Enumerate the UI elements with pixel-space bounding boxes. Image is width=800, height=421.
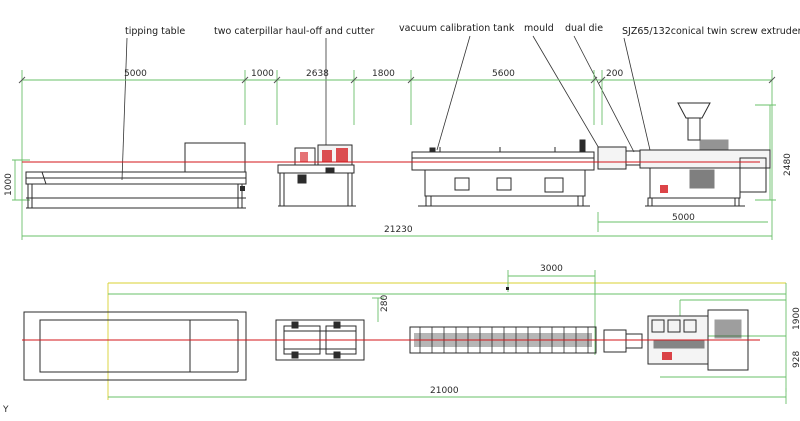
dim-extruder-len: 5000 bbox=[672, 213, 695, 223]
extruder-side bbox=[639, 102, 771, 207]
dim-table-height: 1000 bbox=[4, 173, 14, 196]
dim-width-1900: 1900 bbox=[792, 307, 800, 330]
top-view-frames bbox=[107, 280, 787, 400]
dim-gap-2: 1800 bbox=[372, 69, 395, 79]
corner-mark: Y bbox=[2, 405, 9, 415]
dim-offset-280: 280 bbox=[380, 295, 390, 312]
dim-tank-len: 5600 bbox=[492, 69, 515, 79]
vacuum-tank-side bbox=[411, 139, 595, 207]
mould-die-side bbox=[597, 146, 641, 170]
dim-offset-3000: 3000 bbox=[540, 264, 563, 274]
label-tipping-table: tipping table bbox=[125, 26, 185, 37]
dim-3000-line bbox=[506, 270, 596, 292]
side-height-dim bbox=[12, 159, 30, 201]
label-vacuum-tank: vacuum calibration tank bbox=[399, 23, 515, 34]
mould-die-top bbox=[603, 329, 643, 353]
extruder-length-dim bbox=[597, 212, 768, 232]
dim-side-overall: 21230 bbox=[384, 225, 413, 235]
dim-tipping-table-len: 5000 bbox=[124, 69, 147, 79]
dim-width-928: 928 bbox=[792, 351, 800, 368]
top-overall-dim bbox=[108, 388, 787, 404]
dim-gap-1: 1000 bbox=[251, 69, 274, 79]
haul-off-side bbox=[277, 144, 356, 207]
dim-haul-off-len: 2638 bbox=[306, 69, 329, 79]
dim-top-overall: 21000 bbox=[430, 386, 459, 396]
tipping-table-top bbox=[23, 311, 247, 381]
label-haul-off-cutter: two caterpillar haul-off and cutter bbox=[214, 26, 374, 37]
label-mould: mould bbox=[524, 23, 554, 34]
label-extruder: SJZ65/132conical twin screw extruder bbox=[622, 26, 800, 37]
dim-280-line bbox=[372, 297, 384, 322]
side-dimension-chain bbox=[18, 70, 776, 240]
tipping-table-side bbox=[25, 142, 247, 209]
dim-die-len: 200 bbox=[606, 69, 623, 79]
label-dual-die: dual die bbox=[565, 23, 603, 34]
dim-extruder-height: 2480 bbox=[783, 153, 793, 176]
label-leaders bbox=[121, 35, 651, 181]
